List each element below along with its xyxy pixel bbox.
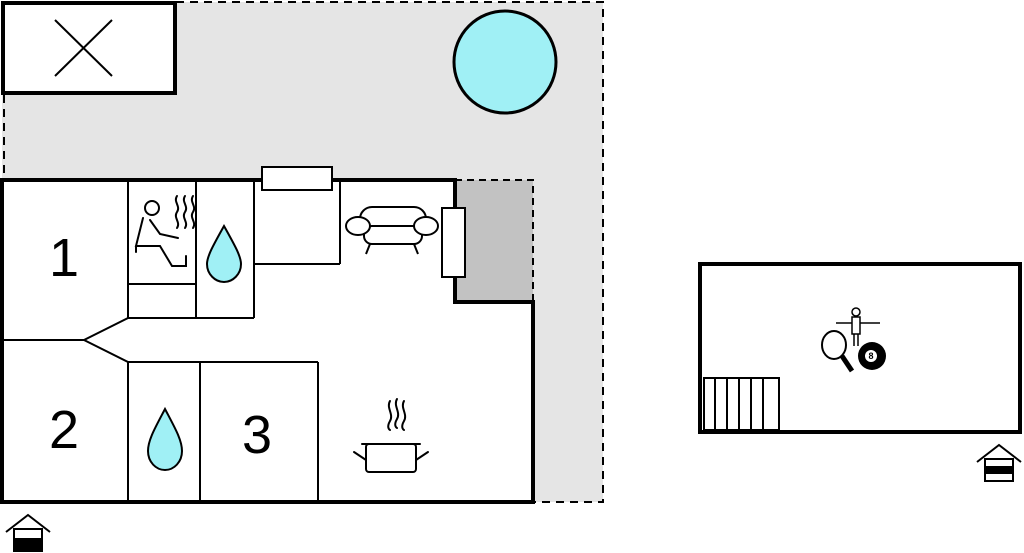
room-number-2: 2 [49, 400, 79, 460]
annex-building [698, 262, 1022, 434]
table-tennis-icon [821, 330, 855, 373]
pool-icon [452, 9, 558, 115]
cooking-pot-icon [353, 398, 429, 473]
billiard-ball-label: 8 [868, 351, 873, 361]
sofa-icon [345, 206, 439, 255]
kitchen-counter [261, 166, 333, 191]
skylight-icon [1, 1, 177, 95]
covered-area [455, 179, 534, 302]
sauna-icon [134, 195, 196, 267]
fireplace [441, 207, 466, 278]
annex-entrance-icon [976, 443, 1022, 482]
foosball-icon [836, 307, 880, 346]
entrance-icon [5, 513, 51, 552]
billiard-ball-icon: 8 [858, 342, 886, 370]
room-number-1: 1 [49, 228, 79, 288]
shower-icon [205, 223, 243, 284]
main-house [0, 166, 535, 504]
room-number-3: 3 [242, 405, 272, 465]
terrace [2, 1, 604, 503]
stairs-icon [703, 377, 780, 431]
bathroom-shower-icon [146, 406, 184, 472]
